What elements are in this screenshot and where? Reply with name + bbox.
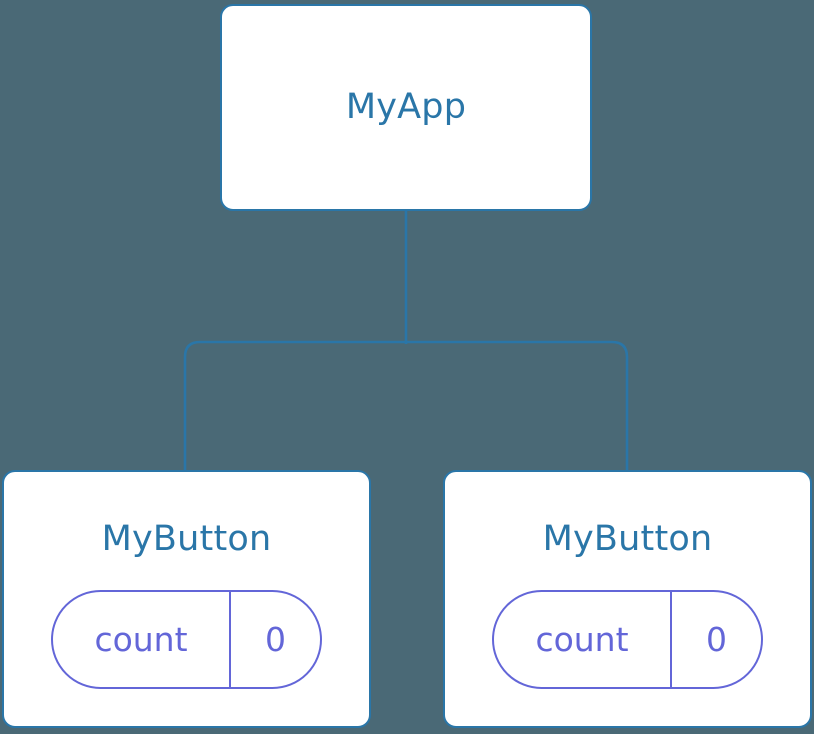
node-myapp-title: MyApp: [345, 87, 467, 127]
edge-branch-bus: [183, 340, 629, 470]
node-mybutton-left[interactable]: MyButton count 0: [2, 470, 371, 728]
node-mybutton-left-title: MyButton: [101, 519, 272, 559]
state-key-left: count: [94, 620, 188, 659]
node-myapp[interactable]: MyApp: [220, 4, 592, 211]
state-key-right: count: [535, 620, 629, 659]
state-pill-right[interactable]: count 0: [492, 590, 763, 689]
state-pill-left[interactable]: count 0: [51, 590, 322, 689]
node-mybutton-right[interactable]: MyButton count 0: [443, 470, 812, 728]
node-mybutton-right-title: MyButton: [542, 519, 713, 559]
state-value-right: 0: [670, 592, 761, 687]
state-value-left: 0: [229, 592, 320, 687]
